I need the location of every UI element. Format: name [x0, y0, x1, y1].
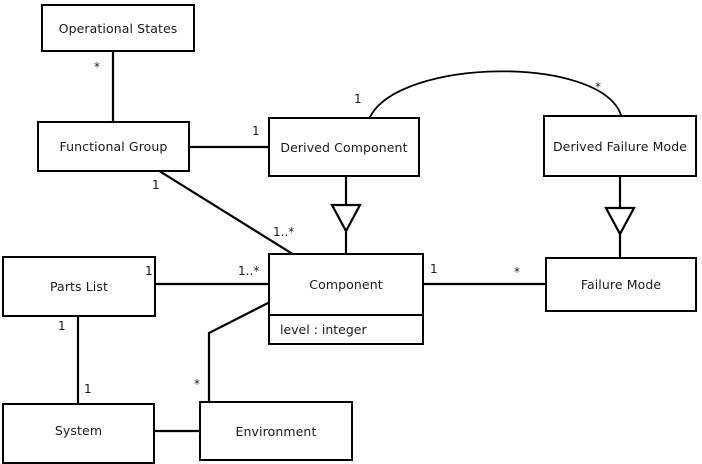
edge-environment-component [207, 301, 270, 403]
class-box-parts-list[interactable]: Parts List [2, 256, 156, 317]
class-box-derived-component[interactable]: Derived Component [268, 117, 420, 177]
multiplicity-functional-group-derived-component: 1 [252, 124, 260, 138]
multiplicity-failure-mode-from-component: * [514, 265, 520, 279]
class-box-derived-failure-mode[interactable]: Derived Failure Mode [543, 115, 697, 177]
multiplicity-functional-group-component: 1 [152, 178, 160, 192]
generalization-triangle-component [330, 203, 362, 234]
class-name-derived-failure-mode: Derived Failure Mode [552, 138, 688, 154]
multiplicity-parts-list-to-system-top: 1 [58, 319, 66, 333]
edge-derived-component-derived-failure-mode [368, 70, 623, 119]
multiplicity-component-from-functional-group: 1..* [273, 225, 295, 239]
multiplicity-derived-component-arc: 1 [354, 92, 362, 106]
class-name-functional-group: Functional Group [59, 139, 168, 154]
class-box-operational-states[interactable]: Operational States [41, 4, 195, 52]
multiplicity-component-to-failure-mode: 1 [430, 262, 438, 276]
class-name-environment: Environment [235, 423, 317, 439]
class-name-system: System [54, 423, 103, 438]
class-name-derived-component: Derived Component [280, 139, 408, 155]
class-box-functional-group[interactable]: Functional Group [37, 121, 190, 172]
class-name-component: Component [309, 277, 383, 292]
multiplicity-parts-list-right: 1 [145, 264, 153, 278]
multiplicity-parts-list-to-system-bottom: 1 [84, 382, 92, 396]
generalization-triangle-failure-mode [604, 206, 636, 237]
edge-functional-group-component [159, 170, 293, 255]
class-name-operational-states: Operational States [58, 20, 178, 36]
class-box-environment[interactable]: Environment [199, 401, 353, 461]
class-name-failure-mode: Failure Mode [580, 277, 662, 292]
class-attribute-component-level: level : integer [270, 314, 422, 343]
class-box-component[interactable]: Component level : integer [268, 253, 424, 345]
multiplicity-operational-states-functional-group: * [94, 60, 100, 74]
class-name-parts-list: Parts List [49, 279, 108, 294]
multiplicity-derived-failure-mode-arc: * [595, 80, 601, 94]
class-box-failure-mode[interactable]: Failure Mode [545, 257, 697, 312]
multiplicity-component-from-parts-list: 1..* [238, 264, 260, 278]
multiplicity-environment-to-component: * [194, 377, 200, 391]
class-box-system[interactable]: System [2, 403, 155, 464]
